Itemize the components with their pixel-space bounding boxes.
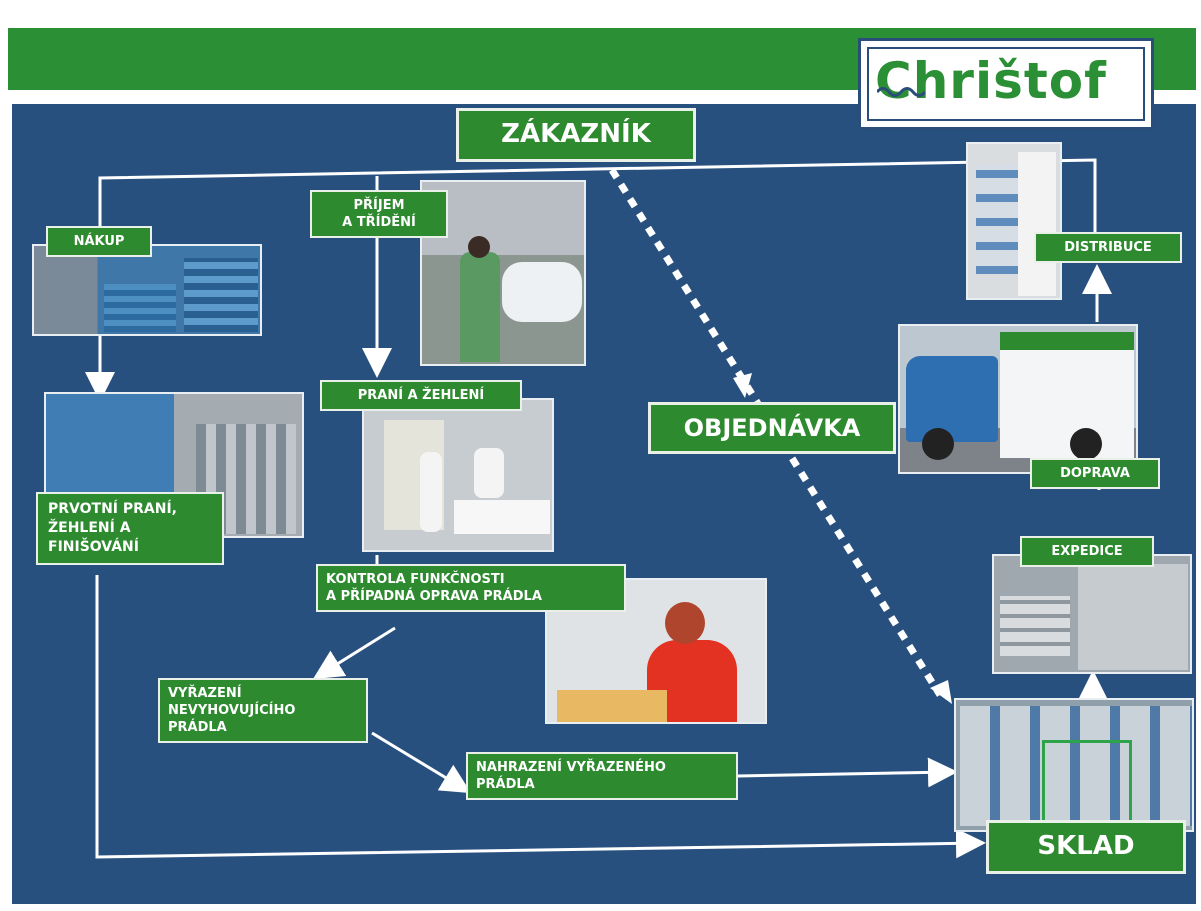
label-doprava: DOPRAVA xyxy=(1030,458,1160,489)
label-nakup: NÁKUP xyxy=(46,226,152,257)
company-logo: Chrištof xyxy=(858,38,1154,130)
label-objednavka: OBJEDNÁVKA xyxy=(648,402,896,454)
label-zakaznik: ZÁKAZNÍK xyxy=(456,108,696,162)
label-prani: PRANÍ A ŽEHLENÍ xyxy=(320,380,522,411)
top-loop-line xyxy=(98,158,1097,236)
label-kontrola: KONTROLA FUNKČNOSTI A PŘÍPADNÁ OPRAVA PR… xyxy=(316,564,626,612)
label-nahrazeni: NAHRAZENÍ VYŘAZENÉHO PRÁDLA xyxy=(466,752,738,800)
prani-photo xyxy=(362,398,554,552)
label-sklad: SKLAD xyxy=(986,820,1186,874)
label-prijem: PŘÍJEM A TŘÍDĚNÍ xyxy=(310,190,448,238)
line-to-sklad xyxy=(737,757,958,788)
label-distribuce: DISTRIBUCE xyxy=(1034,232,1182,263)
logo-text: Chrištof xyxy=(875,52,1107,110)
label-vyrazeni: VYŘAZENÍ NEVYHOVUJÍCÍHO PRÁDLA xyxy=(158,678,368,743)
distribuce-photo xyxy=(966,142,1062,300)
label-prvotni: PRVOTNÍ PRANÍ, ŽEHLENÍ A FINIŠOVÁNÍ xyxy=(36,492,224,565)
label-expedice: EXPEDICE xyxy=(1020,536,1154,567)
sklad-photo xyxy=(954,698,1194,832)
expedice-photo xyxy=(992,554,1192,674)
bottom-loop-line xyxy=(95,575,986,859)
line-to-nahrazeni xyxy=(371,731,472,794)
truck-photo xyxy=(898,324,1138,474)
nakup-photo xyxy=(32,244,262,336)
logo-wave-icon xyxy=(877,87,925,97)
line-to-vyrazeni xyxy=(312,626,396,680)
